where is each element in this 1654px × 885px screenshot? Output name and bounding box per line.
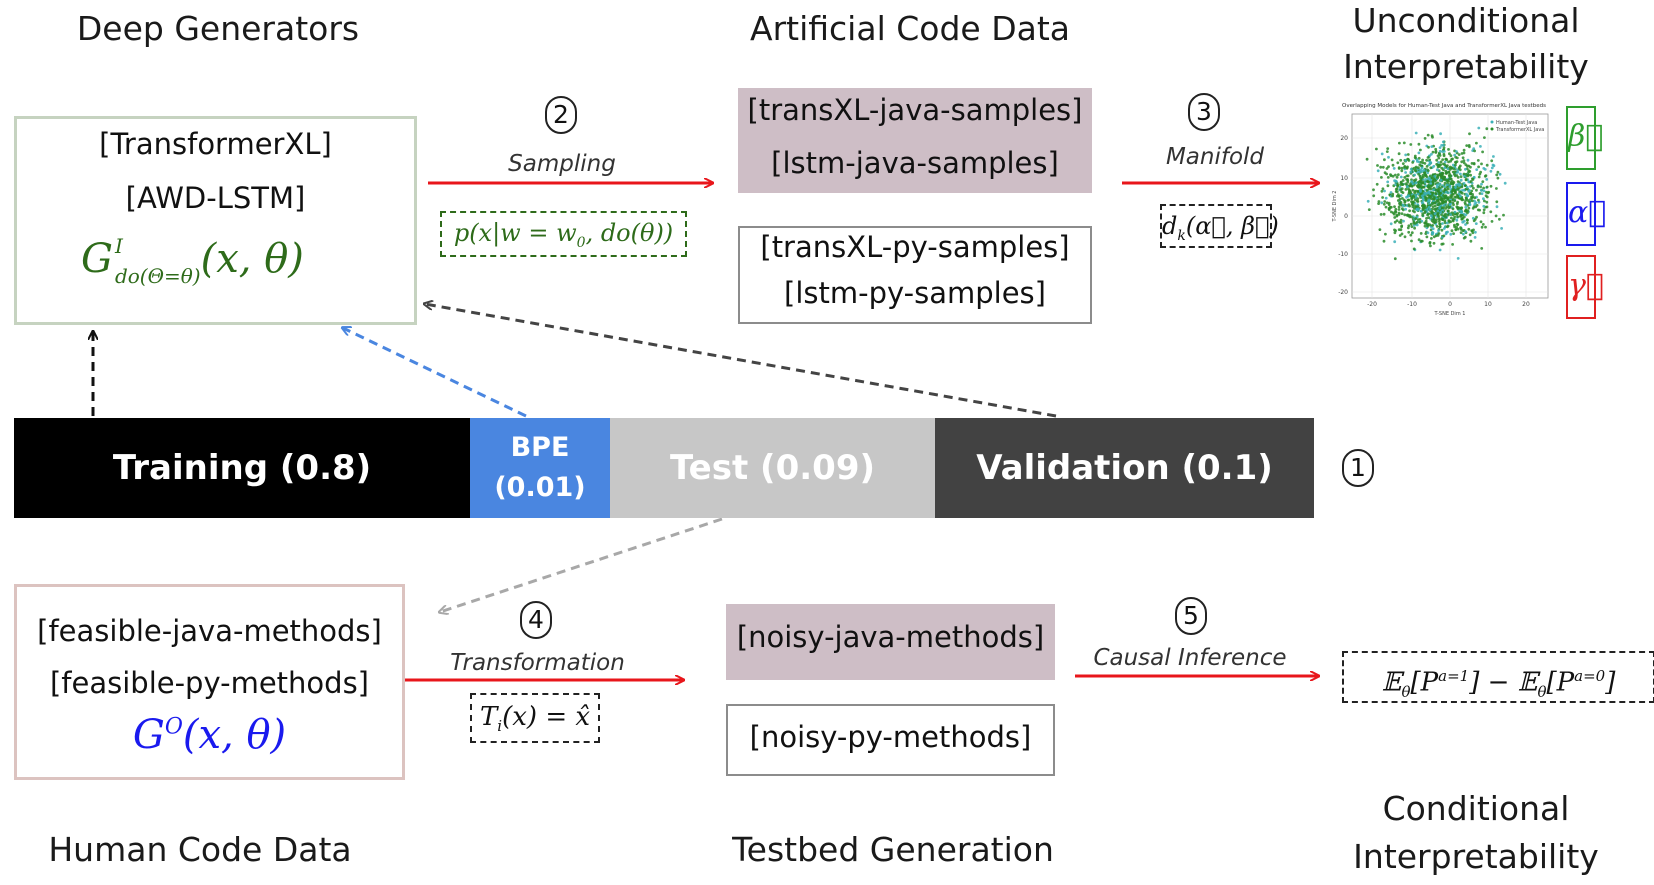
scatter-ytick: 20	[1340, 135, 1348, 142]
heading-human-code-data: Human Code Data	[48, 830, 352, 869]
scatter-xtick: 20	[1522, 301, 1530, 308]
noisy-java-methods: [noisy-java-methods]	[736, 620, 1045, 654]
scatter-points	[1365, 126, 1507, 261]
lstm-java-samples: [lstm-java-samples]	[771, 146, 1059, 180]
scatter-legend-human: Human-Test Java	[1496, 120, 1537, 126]
heading-deep-generators: Deep Generators	[76, 9, 360, 48]
step-3-marker: 3	[1188, 93, 1220, 131]
model-transformerxl: [TransformerXL]	[99, 127, 332, 161]
bpe-to-generators-arrow	[343, 328, 527, 418]
heading-unconditional-interpretability: Unconditional Interpretability	[1343, 1, 1589, 86]
model-awd-lstm: [AWD-LSTM]	[125, 181, 306, 215]
heading-artificial-code-data: Artificial Code Data	[750, 9, 1070, 48]
split-validation: Validation (0.1)	[935, 418, 1314, 518]
step-4-marker: 4	[520, 601, 552, 639]
sampling-formula: p(x|w = w0, do(θ))	[440, 211, 687, 257]
step-1-marker: 1	[1342, 449, 1374, 487]
scatter-xtick: -10	[1407, 301, 1417, 308]
manifold-label: Manifold	[1165, 144, 1265, 170]
noisy-py-box: [noisy-py-methods]	[726, 704, 1055, 776]
transxl-py-samples: [transXL-py-samples]	[760, 230, 1070, 264]
human-code-box: [feasible-java-methods] [feasible-py-met…	[14, 584, 405, 780]
scatter-ytick: 10	[1340, 175, 1348, 182]
transformation-label: Transformation	[450, 650, 625, 676]
scatter-legend: Human-Test Java TransformerXL Java	[1490, 120, 1544, 133]
causal-inference-label: Causal Inference	[1093, 645, 1287, 671]
gamma-vector-legend: γ⃗	[1566, 255, 1604, 319]
noisy-java-box: [noisy-java-methods]	[726, 604, 1055, 680]
scatter-xtick: -20	[1367, 301, 1377, 308]
generator-observational-formula: GO(x, θ)	[132, 712, 287, 758]
heading-conditional-interpretability: Conditional Interpretability	[1353, 789, 1599, 876]
split-training: Training (0.8)	[14, 418, 470, 518]
split-bpe: BPE (0.01)	[470, 418, 610, 518]
test-to-human-arrow	[440, 517, 723, 612]
scatter-ytick: 0	[1344, 213, 1348, 220]
scatter-xtick: 10	[1484, 301, 1492, 308]
feasible-py-methods: [feasible-py-methods]	[49, 666, 369, 700]
transxl-java-samples: [transXL-java-samples]	[747, 93, 1083, 127]
scatter-ytick: -20	[1338, 289, 1348, 296]
transformation-formula: Ti(x) = x̂	[470, 693, 600, 743]
split-test: Test (0.09)	[610, 418, 935, 518]
validation-to-generators-arrow	[425, 304, 1057, 418]
noisy-py-methods: [noisy-py-methods]	[749, 720, 1032, 754]
java-samples-box: [transXL-java-samples] [lstm-java-sample…	[738, 88, 1092, 193]
py-samples-box: [transXL-py-samples] [lstm-py-samples]	[738, 226, 1092, 324]
causal-effect-formula: 𝔼θ[Pa=1] − 𝔼θ[Pa=0]	[1342, 651, 1654, 703]
alpha-vector-legend: α⃗	[1566, 182, 1606, 246]
scatter-xlabel: T-SNE Dim 1	[1434, 311, 1466, 317]
step-5-marker: 5	[1175, 597, 1207, 635]
heading-testbed-generation: Testbed Generation	[732, 830, 1054, 869]
beta-vector-legend: β⃗	[1566, 106, 1603, 170]
scatter-ylabel: T-SNE Dim 2	[1332, 191, 1338, 223]
manifold-formula: dk(α⃗, β⃗)	[1160, 204, 1279, 248]
scatter-title: Overlapping Models for Human-Test Java a…	[1342, 103, 1546, 109]
sampling-label: Sampling	[508, 151, 616, 177]
lstm-py-samples: [lstm-py-samples]	[784, 276, 1046, 310]
tsne-scatter-thumbnail: Overlapping Models for Human-Test Java a…	[1332, 103, 1549, 317]
feasible-java-methods: [feasible-java-methods]	[37, 614, 382, 648]
scatter-legend-transformerxl: TransformerXL Java	[1495, 127, 1544, 133]
scatter-ytick: -10	[1338, 251, 1348, 258]
scatter-xtick: 0	[1448, 301, 1452, 308]
step-2-marker: 2	[545, 96, 577, 134]
